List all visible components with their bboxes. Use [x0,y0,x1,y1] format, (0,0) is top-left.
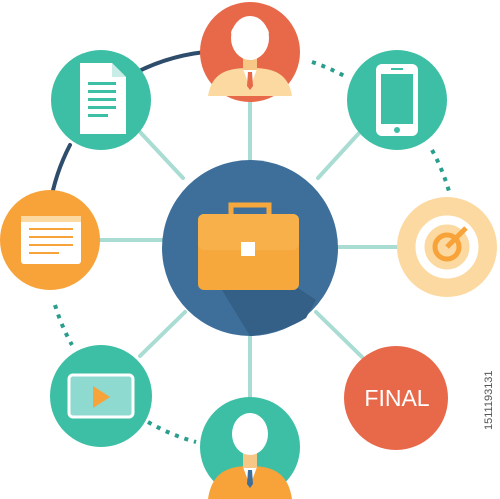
ring-arc-dotted [53,304,74,346]
node-left [0,190,100,290]
node-right [397,197,497,297]
briefcase-shadow [222,288,316,336]
ring-arc-dotted [311,60,349,80]
video-play-icon [67,373,135,419]
target-icon [415,215,479,279]
connector-top-right [316,130,362,180]
node-top-left [51,50,151,150]
smartphone-icon [376,64,418,136]
businessman-icon [208,16,292,96]
node-bottom [200,397,300,499]
ring-arc-dotted [430,149,452,196]
center-hub [162,160,338,336]
watermark-id: 1511193131 [483,370,495,430]
ring-arc-dotted [146,420,197,444]
node-top [200,2,300,102]
businessman-icon [208,413,292,499]
node-bottom-right: FINAL [344,346,448,450]
briefcase-icon [198,202,299,290]
connector-bottom-left [138,310,187,358]
node-bottom-left [50,345,152,447]
document-icon [80,63,126,134]
connector-bottom-right [314,310,364,359]
node-top-right [347,50,447,150]
connectors [96,98,399,400]
connector-top-left [138,130,185,180]
notepad-icon [21,216,81,264]
final-label: FINAL [364,385,429,411]
